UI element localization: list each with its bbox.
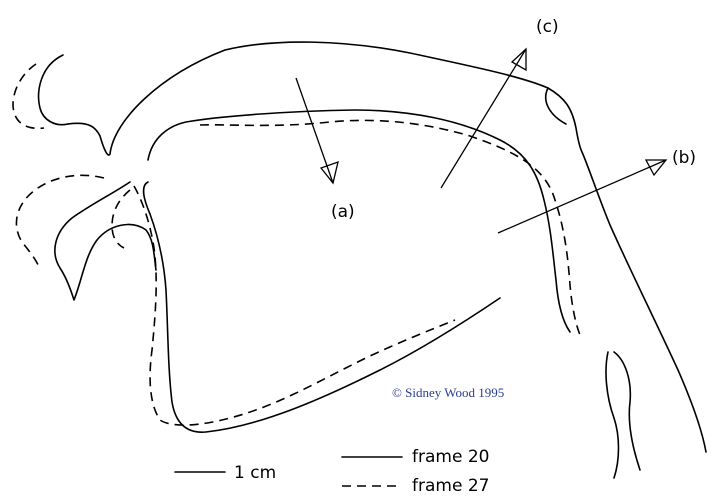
pharynx-upper-bump (544, 87, 567, 125)
scale-bar-label: 1 cm (234, 463, 276, 483)
arrow-a-label: (a) (331, 202, 355, 222)
arrow-b (497, 159, 668, 234)
jaw-floor-contour-frame20 (142, 181, 501, 433)
upper-lip-outline-frame27 (12, 63, 45, 130)
epiglottis-contour (605, 351, 620, 479)
palate-outer-contour-frame20 (67, 41, 707, 453)
legend-dashed-label: frame 27 (412, 476, 489, 496)
arrow-c-label: (c) (536, 17, 559, 37)
tongue-contour-frame20 (147, 109, 571, 333)
arrow-c (440, 47, 527, 189)
larynx-contour (613, 351, 641, 471)
lower-lip-contour-frame27 (15, 174, 105, 271)
tongue-contour-frame27 (199, 119, 581, 336)
arrow-a (295, 77, 339, 185)
upper-lip-outline-frame20 (37, 54, 69, 126)
arrow-b-label: (b) (672, 148, 696, 168)
legend: 1 cm frame 20 frame 27 (174, 447, 489, 496)
jaw-floor-contour-frame27 (133, 185, 456, 426)
copyright-text: © Sidney Wood 1995 (392, 385, 504, 400)
legend-solid-label: frame 20 (412, 447, 489, 467)
inner-lip-contour-frame27 (111, 189, 131, 249)
lower-lip-contour-frame20 (54, 181, 157, 301)
